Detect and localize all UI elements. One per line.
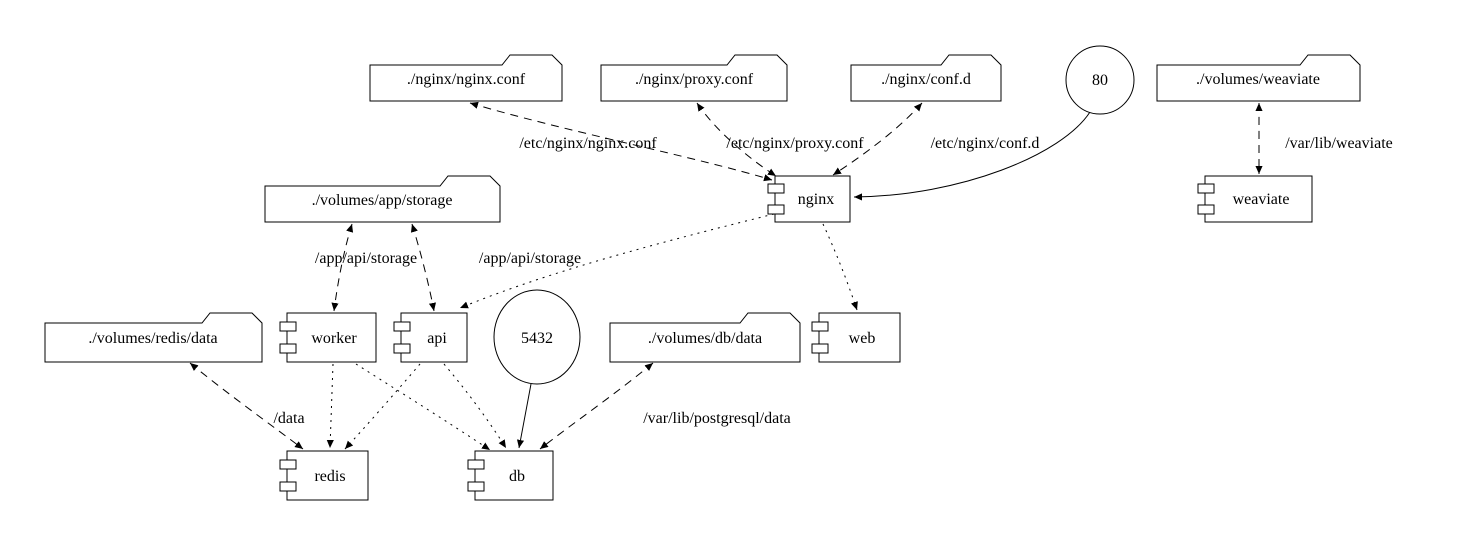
- component-tab-icon: [393, 321, 411, 332]
- node-weaviate-label: weaviate: [1233, 191, 1290, 208]
- node-volumes-app-storage-folder: ./volumes/app/storage: [264, 175, 501, 223]
- node-conf-d-folder: ./nginx/conf.d: [850, 54, 1002, 102]
- edge-api-redis: [344, 363, 421, 450]
- edge-redis-volume-label: /data: [273, 410, 304, 427]
- node-volumes-weaviate-label: ./volumes/weaviate: [1196, 71, 1320, 88]
- edge-redis-volume: /data: [189, 362, 305, 450]
- folder-icon: [600, 54, 788, 102]
- edge-db-volume-label: /var/lib/postgresql/data: [643, 410, 791, 427]
- folder-icon: [369, 54, 563, 102]
- component-tab-icon: [467, 481, 485, 492]
- edge-weaviate-volume: /var/lib/weaviate: [1255, 102, 1393, 174]
- folder-icon: [1156, 54, 1361, 102]
- component-tab-icon: [393, 343, 411, 354]
- node-web-label: web: [849, 330, 876, 347]
- edge-api-appstorage: /app/api/storage: [410, 223, 581, 312]
- component-tab-icon: [279, 481, 297, 492]
- node-nginx-service: nginx: [767, 175, 851, 223]
- node-worker-label: worker: [311, 330, 357, 347]
- node-volumes-db-data-folder: ./volumes/db/data: [609, 312, 801, 363]
- edge-nginx-nginxconf-label: /etc/nginx/nginx.conf: [519, 135, 657, 152]
- edge-nginx-proxyconf: /etc/nginx/proxy.conf: [696, 102, 864, 177]
- node-port-80-label: 80: [1092, 72, 1108, 89]
- component-tab-icon: [811, 343, 829, 354]
- node-redis-label: redis: [314, 468, 345, 485]
- edge-worker-appstorage-label: /app/api/storage: [315, 250, 417, 267]
- component-tab-icon: [279, 459, 297, 470]
- node-api-label: api: [427, 330, 447, 347]
- folder-icon: [264, 175, 501, 223]
- edge-nginx-confd-label: /etc/nginx/conf.d: [931, 135, 1040, 152]
- edge-api-db: [443, 363, 507, 449]
- edge-nginx-confd: /etc/nginx/conf.d: [832, 102, 1040, 176]
- node-db-service: db: [467, 450, 554, 501]
- node-volumes-weaviate-folder: ./volumes/weaviate: [1156, 54, 1361, 102]
- node-volumes-app-storage-label: ./volumes/app/storage: [312, 192, 453, 209]
- node-nginx-label: nginx: [798, 191, 834, 208]
- node-port-5432-label: 5432: [521, 330, 553, 347]
- node-web-service: web: [811, 312, 901, 363]
- node-api-service: api: [393, 312, 468, 363]
- edge-api-appstorage-label: /app/api/storage: [479, 250, 581, 267]
- node-proxy-conf-folder: ./nginx/proxy.conf: [600, 54, 788, 102]
- node-redis-service: redis: [279, 450, 369, 501]
- edge-db-volume: /var/lib/postgresql/data: [539, 362, 791, 450]
- component-tab-icon: [811, 321, 829, 332]
- component-tab-icon: [1197, 183, 1215, 194]
- edge-port80-nginx: [853, 111, 1091, 201]
- node-volumes-db-data-label: ./volumes/db/data: [648, 330, 762, 347]
- component-tab-icon: [467, 459, 485, 470]
- component-tab-icon: [767, 204, 785, 215]
- node-port-5432: 5432: [493, 289, 581, 385]
- folder-icon: [850, 54, 1002, 102]
- folder-icon: [44, 312, 263, 363]
- component-tab-icon: [767, 183, 785, 194]
- folder-icon: [609, 312, 801, 363]
- node-volumes-redis-data-label: ./volumes/redis/data: [88, 330, 217, 347]
- edge-port5432-db: [516, 383, 532, 449]
- node-volumes-redis-data-folder: ./volumes/redis/data: [44, 312, 263, 363]
- port-circle-icon: [1065, 45, 1135, 115]
- node-worker-service: worker: [279, 312, 377, 363]
- edge-worker-appstorage: /app/api/storage: [315, 223, 417, 312]
- node-nginx-conf-label: ./nginx/nginx.conf: [407, 71, 526, 88]
- component-tab-icon: [279, 321, 297, 332]
- node-conf-d-label: ./nginx/conf.d: [881, 71, 971, 88]
- edge-worker-db: [355, 363, 491, 451]
- node-nginx-conf-folder: ./nginx/nginx.conf: [369, 54, 563, 102]
- component-tab-icon: [279, 343, 297, 354]
- node-db-label: db: [509, 468, 525, 485]
- edge-nginx-api: [459, 213, 775, 309]
- edge-nginx-proxyconf-label: /etc/nginx/proxy.conf: [726, 135, 864, 152]
- port-circle-icon: [493, 289, 581, 385]
- node-weaviate-service: weaviate: [1197, 175, 1313, 223]
- node-proxy-conf-label: ./nginx/proxy.conf: [635, 71, 754, 88]
- node-port-80: 80: [1065, 45, 1135, 115]
- edge-weaviate-volume-label: /var/lib/weaviate: [1285, 135, 1393, 152]
- edge-nginx-web: [822, 223, 858, 311]
- edge-nginx-nginxconf: /etc/nginx/nginx.conf: [469, 101, 773, 182]
- edge-worker-redis: [326, 363, 334, 449]
- component-tab-icon: [1197, 204, 1215, 215]
